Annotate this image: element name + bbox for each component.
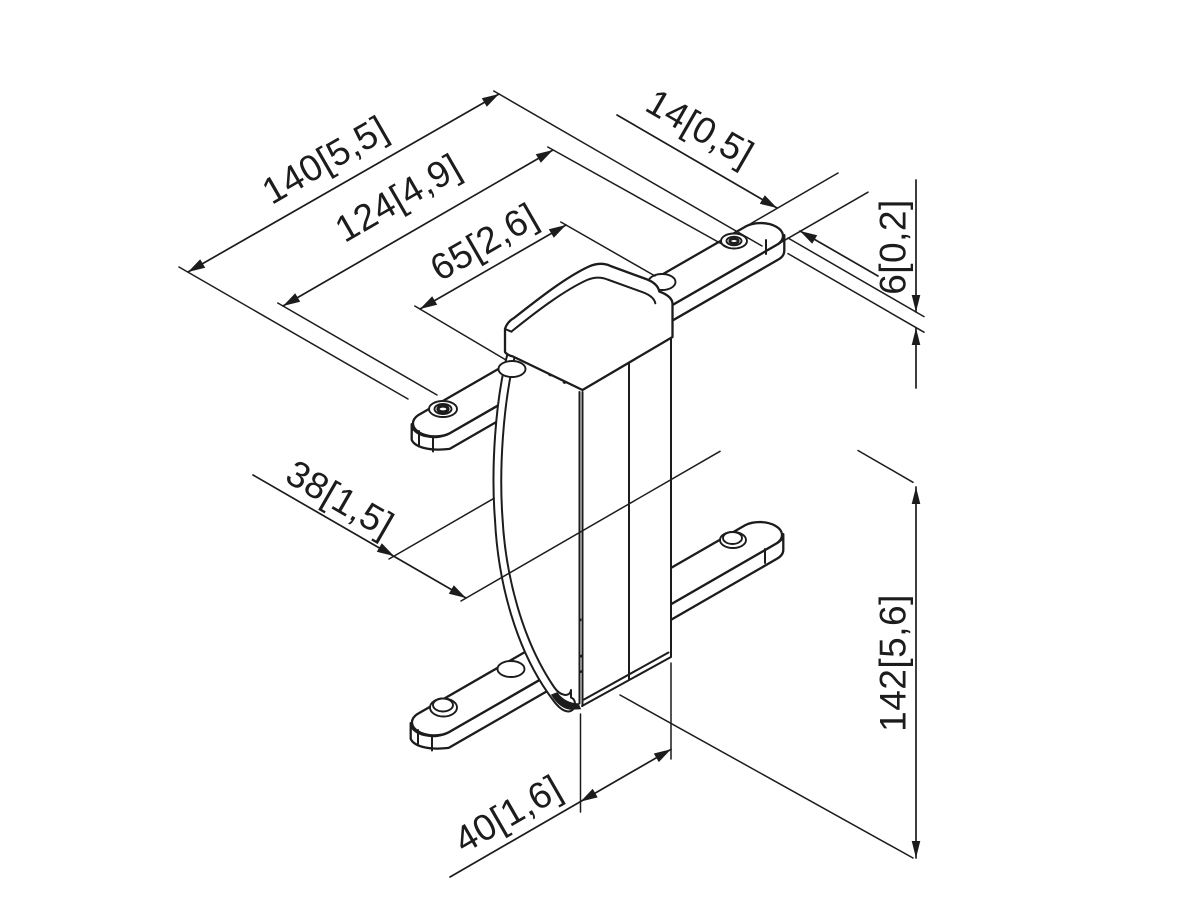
ext-line <box>388 497 495 560</box>
upper-arm-left-hex-socket <box>436 404 450 414</box>
lower-arm-left-boss-top <box>432 697 454 713</box>
arrowhead <box>283 293 301 306</box>
dimension-strap-thickness-6: 6[0,2] <box>787 179 925 389</box>
arrowhead <box>911 295 921 312</box>
cap-outline <box>503 262 674 392</box>
ext-line <box>781 191 869 243</box>
ext-line <box>414 305 507 361</box>
arrowhead <box>535 150 553 163</box>
arrowhead <box>420 296 438 309</box>
dim-line <box>252 474 467 599</box>
upper-arm-end-facets <box>418 239 767 453</box>
arrowhead <box>800 231 818 244</box>
lower-arm-plain-hole <box>496 660 526 678</box>
upper-arm-left-plain-hole <box>497 360 527 378</box>
arrowhead <box>376 543 394 556</box>
upper-arm-right-hex-socket <box>728 237 740 245</box>
ext-line <box>547 146 730 249</box>
arrowhead <box>448 585 466 598</box>
ext-line <box>750 172 839 225</box>
bracket-object <box>409 221 786 752</box>
arrowhead <box>653 749 671 763</box>
ext-line <box>787 252 925 333</box>
arrowhead <box>911 841 921 858</box>
sheet-bottom-bend <box>550 692 582 710</box>
arrowhead <box>580 788 598 802</box>
ext-line <box>787 237 925 318</box>
ext-line <box>460 450 721 602</box>
cap-left-edge <box>504 328 513 333</box>
column-slab-face <box>579 295 671 706</box>
column-cap <box>503 262 674 392</box>
arrowhead <box>911 487 921 504</box>
ext-line <box>277 302 438 396</box>
arrowhead <box>759 195 777 208</box>
arrowhead <box>911 328 921 345</box>
arrowhead <box>548 225 566 238</box>
ext-line <box>560 221 656 277</box>
dim-label-strap-thickness: 6[0,2] <box>873 199 914 295</box>
column-curved-sheet <box>492 351 582 713</box>
ext-line <box>493 90 763 247</box>
ext-line <box>178 266 409 400</box>
dim-line <box>616 114 778 209</box>
arrowhead <box>188 259 206 272</box>
sheet-face <box>493 352 580 712</box>
dim-line <box>419 224 567 310</box>
dim-label-overall-height: 142[5,6] <box>873 594 914 732</box>
lower-arm-end-facets <box>417 548 766 752</box>
ext-line <box>619 694 914 859</box>
arrowhead <box>481 94 499 107</box>
dim-line <box>187 93 500 273</box>
sheet-inner-curve <box>500 356 572 699</box>
lower-arm-right-boss-top <box>722 531 743 545</box>
dim-line <box>449 748 672 878</box>
dim-line <box>282 149 554 307</box>
ext-line <box>857 449 914 484</box>
dimension-overall-height-142: 142[5,6] <box>619 449 921 859</box>
cap-fold-line <box>510 276 657 333</box>
